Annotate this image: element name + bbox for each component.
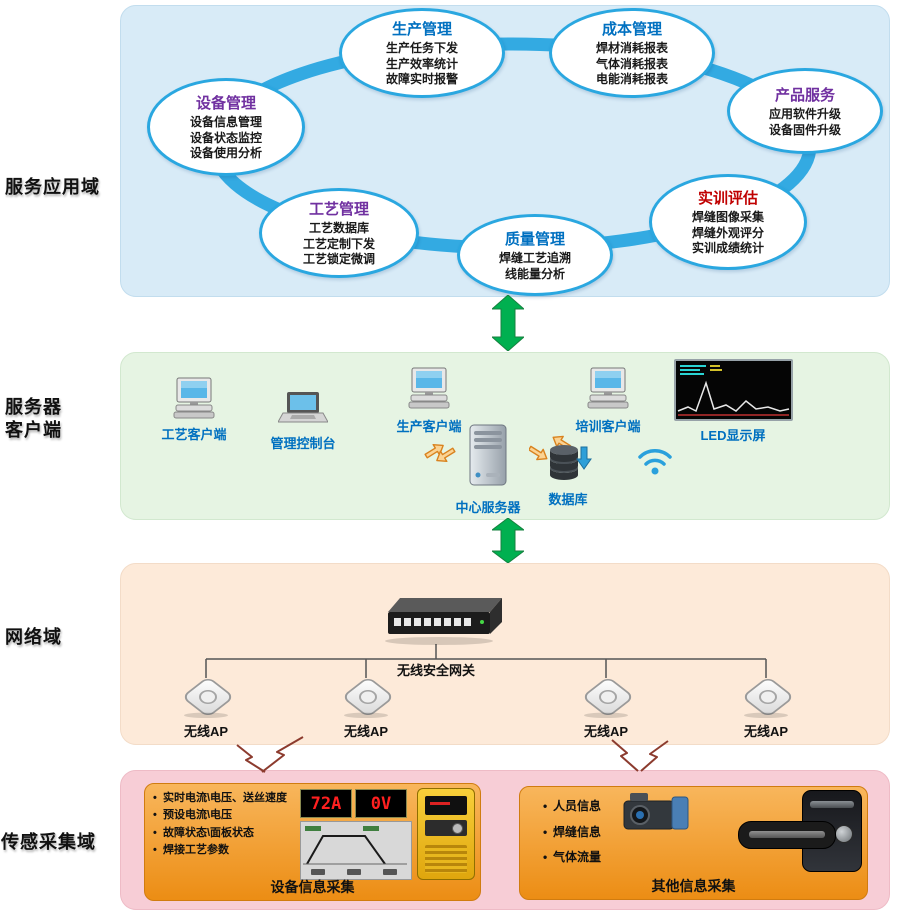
wireless-ap-icon [738,676,795,719]
sensor-panel: 实时电流\电压、送丝速度 预设电流\电压 故障状态\面板状态 焊接工艺参数 72… [120,770,890,910]
bubble-item: 工艺数据库 [308,221,369,236]
down-up-arrow-icon [492,518,524,563]
down-up-arrow-icon [492,295,524,351]
device-info-panel: 实时电流\电压、送丝速度 预设电流\电压 故障状态\面板状态 焊接工艺参数 72… [144,783,481,901]
bullet-item: 人员信息 [542,799,652,815]
voltage-readout: 0V [355,789,407,818]
terminal-slot [809,800,855,808]
bubble-item: 焊缝外观评分 [691,225,764,240]
production-client-label: 生产客户端 [396,419,462,434]
led-display-label: LED显示屏 [700,428,766,443]
ap-label: 无线AP [183,724,229,739]
bubble-title: 产品服务 [774,86,835,104]
bubble-item: 设备状态监控 [189,130,262,145]
bubble-title: 质量管理 [504,230,565,248]
bubble-item: 线能量分析 [504,266,565,281]
bubble-item: 工艺定制下发 [302,236,375,251]
label-sensor-domain: 传感采集域 [1,832,96,852]
bubble-production-mgmt: 生产管理 生产任务下发 生产效率统计 故障实时报警 [339,8,505,98]
bubble-item: 焊缝工艺追溯 [498,250,571,265]
bullet-item: 实时电流\电压、送丝速度 [152,791,300,806]
training-client-label: 培训客户端 [575,419,641,434]
bubble-item: 设备使用分析 [189,146,262,161]
slot-device-image [738,821,836,849]
bullet-item: 预设电流\电压 [152,808,300,823]
exchange-arrows-icon [424,443,456,463]
bullet-item: 故障状态\面板状态 [152,826,300,841]
bubble-item: 应用软件升级 [768,106,841,121]
network-panel: 无线安全网关 无线AP 无线AP 无线AP 无线AP [120,563,890,745]
bubble-item: 生产效率统计 [385,56,458,71]
central-server-label: 中心服务器 [455,500,521,515]
bullet-item: 焊缝信息 [542,825,652,841]
wireless-ap-icon [338,676,395,719]
welder-control-panel-image [300,821,412,880]
bubble-item: 焊材消耗报表 [595,41,668,56]
bubble-quality-mgmt: 质量管理 焊缝工艺追溯 线能量分析 [457,214,613,296]
mgmt-console-label: 管理控制台 [270,436,336,451]
bubble-equipment-mgmt: 设备管理 设备信息管理 设备状态监控 设备使用分析 [147,78,305,176]
led-display-image [674,359,793,421]
bubble-title: 生产管理 [391,21,452,39]
bubble-process-mgmt: 工艺管理 工艺数据库 工艺定制下发 工艺锁定微调 [259,188,419,278]
database-label: 数据库 [548,492,588,507]
network-switch-icon [385,598,502,645]
welder-vents [425,845,467,873]
bubble-title: 工艺管理 [308,201,369,219]
wireless-ap-icon [178,676,235,719]
bubble-item: 实训成绩统计 [691,241,764,256]
label-network-domain: 网络域 [5,627,62,647]
bubble-item: 焊缝图像采集 [691,210,764,225]
current-readout: 72A [300,789,352,818]
bubble-item: 气体消耗报表 [595,56,668,71]
other-info-caption: 其他信息采集 [651,878,736,894]
bubble-item: 设备固件升级 [768,122,841,137]
desktop-computer-icon [173,377,215,419]
bubble-title: 设备管理 [195,95,256,113]
label-server-line1: 服务器 [5,397,62,417]
server-client-panel: 工艺客户端 管理控制台 生产客户端 培训客户端 [120,352,890,520]
bubble-item: 工艺锁定微调 [302,252,375,267]
bubble-title: 实训评估 [697,190,758,208]
process-client-label: 工艺客户端 [161,427,227,442]
camera-device-image [623,793,689,830]
ap-label: 无线AP [743,724,789,739]
bullet-item: 焊接工艺参数 [152,843,300,858]
wifi-icon [638,449,672,475]
terminal-dial [834,824,853,843]
app-domain-panel: 生产管理 生产任务下发 生产效率统计 故障实时报警 成本管理 焊材消耗报表 气体… [120,5,890,297]
other-bullet-list: 人员信息 焊缝信息 气体流量 [542,799,652,876]
bubble-item: 电能消耗报表 [595,72,668,87]
other-info-panel: 人员信息 焊缝信息 气体流量 其他信息采集 [519,786,868,900]
ap-label: 无线AP [583,724,629,739]
server-tower-icon [469,424,507,486]
bullet-item: 气体流量 [542,850,652,866]
label-server-line2: 客户端 [5,419,62,440]
desktop-computer-icon [408,367,450,409]
device-info-caption: 设备信息采集 [270,879,355,895]
ap-label: 无线AP [343,724,389,739]
device-bullet-list: 实时电流\电压、送丝速度 预设电流\电压 故障状态\面板状态 焊接工艺参数 [152,791,300,860]
gateway-label: 无线安全网关 [396,663,475,678]
desktop-computer-icon [587,367,629,409]
welding-machine-image [417,788,475,880]
welder-display: 72A 0V [300,789,407,818]
laptop-icon [278,392,328,423]
bubble-title: 成本管理 [601,21,662,39]
wireless-ap-icon [578,676,635,719]
database-icon [550,445,592,480]
label-app-domain: 服务应用域 [5,177,100,197]
bubble-item: 故障实时报警 [385,72,458,87]
bubble-item: 设备信息管理 [189,115,262,130]
label-server-client-domain: 服务器 客户端 [5,396,62,441]
bubble-cost-mgmt: 成本管理 焊材消耗报表 气体消耗报表 电能消耗报表 [549,8,715,98]
bubble-training-eval: 实训评估 焊缝图像采集 焊缝外观评分 实训成绩统计 [649,174,807,270]
bubble-product-service: 产品服务 应用软件升级 设备固件升级 [727,68,883,154]
bubble-item: 生产任务下发 [385,41,458,56]
welder-knob-panel [425,820,467,836]
welder-screen [425,796,467,815]
